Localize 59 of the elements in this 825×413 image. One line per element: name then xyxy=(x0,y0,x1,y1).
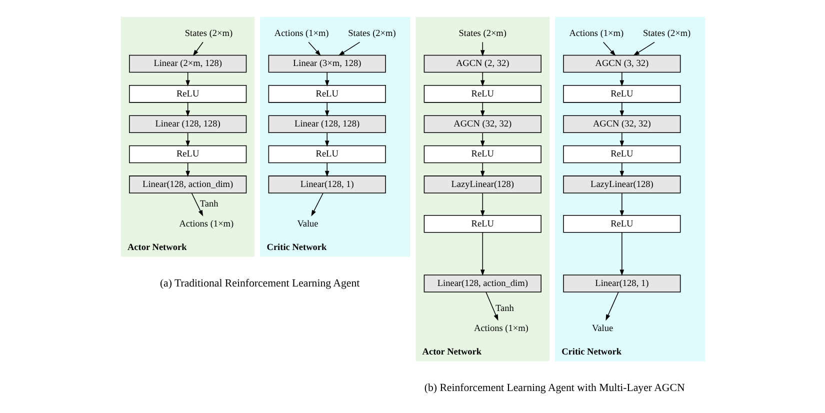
node-text: Value xyxy=(296,219,318,230)
arrow xyxy=(324,102,329,117)
node-box: Linear (128, 128) xyxy=(128,115,246,133)
label: (a) Traditional Reinforcement Learning Agent xyxy=(159,277,360,290)
node-box: ReLU xyxy=(423,85,541,103)
node-text: States (2×m) xyxy=(184,28,232,39)
node-box: Linear (128, 128) xyxy=(268,115,386,133)
arrow xyxy=(338,42,360,56)
node-text: Value xyxy=(592,324,613,334)
node-box: AGCN (3, 32) xyxy=(562,54,680,73)
arrow xyxy=(619,102,624,117)
arrow xyxy=(480,192,484,217)
node-text: States (2×m) xyxy=(458,28,506,39)
node-text: Actions (1×m) xyxy=(274,28,328,39)
node-box: ReLU xyxy=(562,85,680,103)
node-text: Actions (1×m) xyxy=(178,219,234,230)
arrow xyxy=(324,132,329,147)
node-box: ReLU xyxy=(268,85,386,103)
node-text: Actions (1×m) xyxy=(568,28,624,39)
arrow xyxy=(619,162,624,178)
node-box: Linear(128, action_dim) xyxy=(128,176,246,194)
node-box: ReLU xyxy=(423,215,541,233)
node-box: Linear (3×m, 128) xyxy=(268,54,386,73)
node-box: Linear(128, action_dim) xyxy=(423,274,541,292)
arrow xyxy=(632,42,654,56)
node-text: States (2×m) xyxy=(642,28,690,39)
node-box: ReLU xyxy=(128,85,246,103)
arrow xyxy=(308,42,320,56)
node-box: ReLU xyxy=(562,215,680,233)
node-box: Linear(128, 1) xyxy=(562,274,680,292)
node-box: LazyLinear(128) xyxy=(562,176,680,194)
node-box: ReLU xyxy=(562,145,680,164)
node-box: Linear (2×m, 128) xyxy=(128,54,246,73)
edge-label: Tanh xyxy=(494,304,514,314)
node-box: AGCN (32, 32) xyxy=(562,115,680,133)
node-box: ReLU xyxy=(423,145,541,164)
node-text: States (2×m) xyxy=(348,28,396,39)
node-box: ReLU xyxy=(128,145,246,164)
arrow xyxy=(605,292,618,321)
node-box: Linear(128, 1) xyxy=(268,176,386,194)
arrow xyxy=(324,72,329,86)
edge-label: Tanh xyxy=(199,200,218,210)
label: (b) Reinforcement Learning Agent with Multi-Layer AGCN xyxy=(424,382,684,394)
node-box: ReLU xyxy=(268,145,386,164)
arrow xyxy=(602,42,616,56)
arrow xyxy=(310,192,323,216)
arrow xyxy=(192,42,203,56)
arrow xyxy=(619,232,624,276)
arrow xyxy=(619,192,624,217)
arrow xyxy=(619,72,624,86)
node-text: Actions (1×m) xyxy=(474,324,528,334)
node-box: LazyLinear(128) xyxy=(423,176,541,194)
arrow xyxy=(324,162,329,178)
node-box: AGCN (32, 32) xyxy=(423,115,541,133)
node-box: AGCN (2, 32) xyxy=(423,54,541,73)
arrow xyxy=(480,232,484,276)
arrow xyxy=(190,192,203,216)
arrow xyxy=(485,292,498,321)
arrow xyxy=(619,132,624,147)
